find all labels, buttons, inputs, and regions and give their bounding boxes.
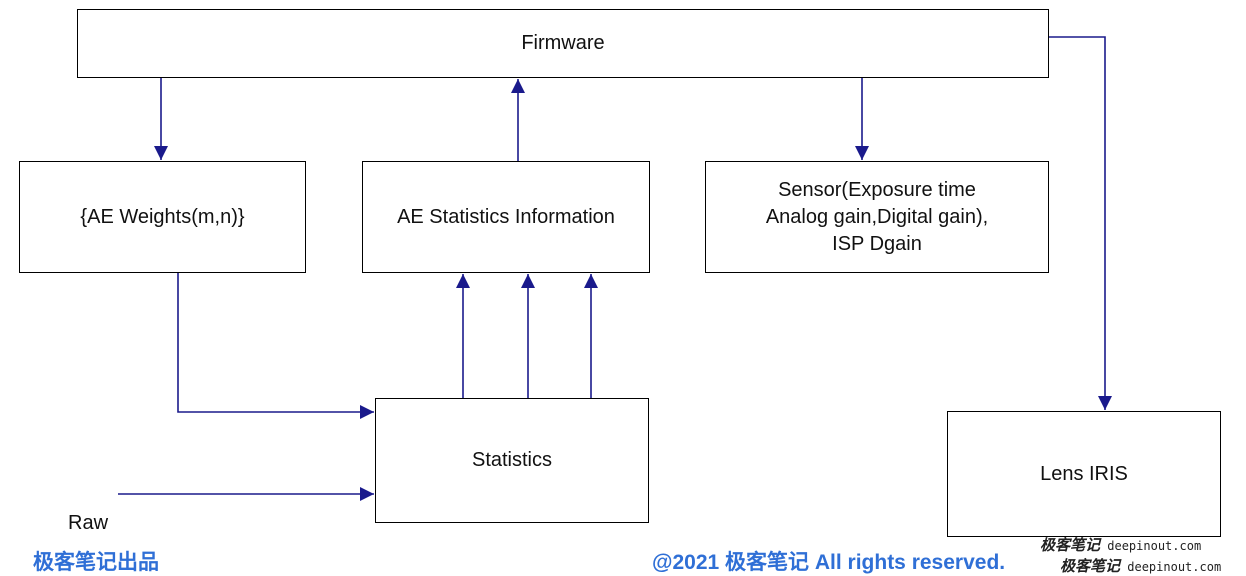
arrow-firmware-to-lens-iris	[1049, 36, 1112, 410]
ae-statistics-information-box: AE Statistics Information	[362, 161, 650, 273]
watermark-site: deepinout.com	[1127, 560, 1222, 574]
firmware-box: Firmware	[77, 9, 1049, 78]
watermark-bottom: 极客笔记 deepinout.com	[1060, 555, 1221, 576]
firmware-label: Firmware	[521, 32, 605, 54]
watermark-top: 极客笔记 deepinout.com	[1040, 534, 1201, 555]
lens-iris-box: Lens IRIS	[947, 411, 1221, 537]
sensor-label: Sensor(Exposure time Analog gain,Digital…	[765, 178, 989, 255]
sensor-box: Sensor(Exposure time Analog gain,Digital…	[705, 161, 1049, 273]
footer-copyright: @2021 极客笔记 All rights reserved.	[652, 551, 1006, 574]
statistics-box: Statistics	[375, 398, 649, 523]
lens-iris-label: Lens IRIS	[1040, 462, 1128, 485]
watermark-brand: 极客笔记	[1040, 536, 1101, 554]
ae-weights-label: {AE Weights(m,n)}	[80, 205, 245, 228]
footer-brand: 极客笔记出品	[33, 551, 159, 574]
statistics-label: Statistics	[471, 449, 553, 471]
ae-weights-box: {AE Weights(m,n)}	[19, 161, 306, 273]
raw-input-label: Raw	[68, 512, 109, 534]
watermark-brand: 极客笔记	[1060, 557, 1121, 575]
watermark-site: deepinout.com	[1107, 539, 1202, 553]
arrow-ae-weights-to-statistics	[177, 273, 374, 419]
ae-statistics-information-label: AE Statistics Information	[397, 205, 615, 228]
